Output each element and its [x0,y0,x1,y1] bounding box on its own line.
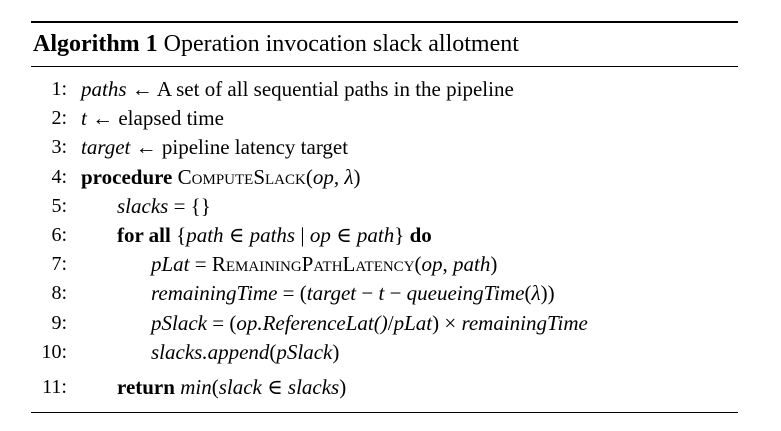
line-number: 8: [51,282,67,305]
bottom-rule [31,412,738,414]
line-code: target ← pipeline latency target [81,135,349,160]
algorithm-title: Operation invocation slack allotment [163,31,519,57]
algorithm-label: Algorithm 1 [33,31,158,57]
algorithm-line-5: 5: slacks = {} [31,192,738,221]
algorithm-line-11: 11: return min(slack ∈ slacks) [31,373,738,402]
algorithm-line-3: 3: target ← pipeline latency target [31,133,738,162]
line-number: 5: [51,194,67,217]
algorithm-line-10: 10: slacks.append(pSlack) [31,338,738,367]
line-code: pSlack = (op.ReferenceLat()/pLat) × rema… [151,310,588,335]
line-code: paths ← A set of all sequential paths in… [81,77,514,101]
algorithm-line-8: 8: remainingTime = (target − t − queuein… [31,279,738,308]
line-code: return min(slack ∈ slacks) [117,374,347,399]
algorithm-block: Algorithm 1 Operation invocation slack a… [31,21,738,414]
algorithm-line-9: 9: pSlack = (op.ReferenceLat()/pLat) × r… [31,309,738,338]
algorithm-line-7: 7: pLat = RemainingPathLatency(op, path) [31,250,738,279]
caption-rule [31,66,738,67]
line-number: 6: [51,223,67,246]
line-number: 10: [41,340,67,363]
line-code: for all {path ∈ paths | op ∈ path} do [117,222,432,247]
line-number: 7: [51,253,67,276]
top-rule [31,21,738,23]
line-number: 1: [51,78,67,100]
algorithm-line-4: 4: procedure ComputeSlack(op, λ) [31,163,738,192]
line-number: 4: [51,165,67,188]
algorithm-line-1: 1: paths ← A set of all sequential paths… [31,75,738,104]
algorithm-caption: Algorithm 1 Operation invocation slack a… [31,23,738,66]
line-number: 2: [51,107,67,130]
algorithm-lines: 1: paths ← A set of all sequential paths… [31,67,738,412]
line-code: t ← elapsed time [81,106,224,131]
line-code: procedure ComputeSlack(op, λ) [81,164,361,189]
line-number: 9: [51,311,67,334]
line-number: 3: [51,136,67,159]
line-code: slacks = {} [117,193,211,218]
line-code: slacks.append(pSlack) [151,339,340,364]
algorithm-line-2: 2: t ← elapsed time [31,104,738,133]
line-number: 11: [42,375,67,398]
line-code: remainingTime = (target − t − queueingTi… [151,281,555,306]
algorithm-line-6: 6: for all {path ∈ paths | op ∈ path} do [31,221,738,250]
line-code: pLat = RemainingPathLatency(op, path) [151,252,498,277]
